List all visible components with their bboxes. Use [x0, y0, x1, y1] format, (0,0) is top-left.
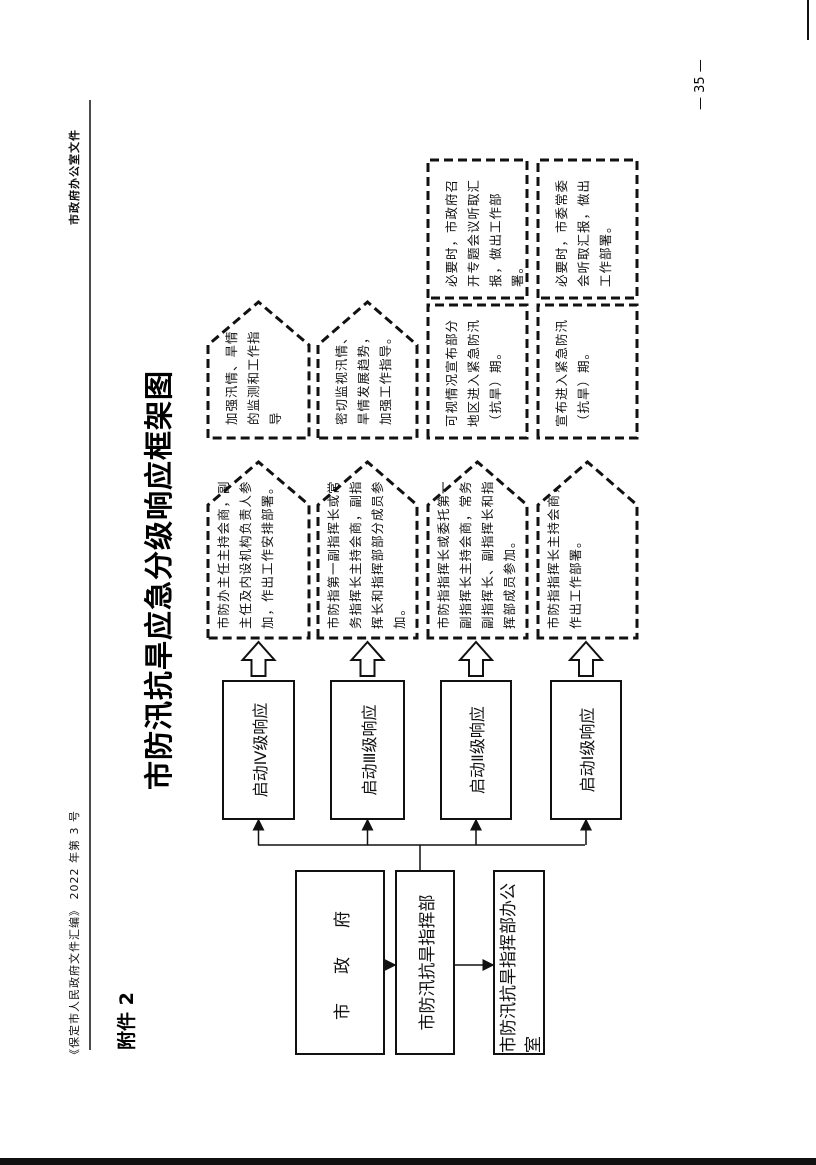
- action-box: [536, 460, 639, 640]
- action-box: [206, 460, 311, 640]
- attachment-label: 附件 2: [116, 992, 138, 1050]
- measure-text: 密切监视汛情、旱情发展趋势，加强工作指导。: [334, 330, 393, 425]
- page-number: — 35 —: [693, 59, 708, 110]
- extra-text: 必要时，市委常委会听取汇报，做出工作部署。: [554, 178, 613, 287]
- page-edge-bar: [0, 1158, 816, 1165]
- page-title: 市防汛抗旱应急分级响应框架图: [142, 369, 176, 790]
- measure-box: [316, 300, 419, 440]
- extra-text: 必要时，市政府召开专题会议听取汇报，做出工作部署。: [444, 178, 525, 287]
- measure-box: [536, 303, 639, 440]
- org-command: 市防汛抗旱指挥部: [395, 870, 455, 1055]
- action-box: [316, 460, 419, 640]
- measure-box: [206, 300, 311, 440]
- hollow-arrow-icon: [567, 640, 605, 677]
- header-right: 市政府办公室文件: [68, 129, 81, 225]
- measure-text: 宣布进入紧急防汛（抗旱）期。: [554, 318, 591, 427]
- measure-text: 加强汛情、旱情的监测和工作指导: [224, 330, 283, 425]
- hollow-arrow-icon: [349, 640, 386, 677]
- header-left: 《保定市人民政府文件汇编》 2022 年第 3 号: [68, 810, 81, 1060]
- level-box: 启动Ⅰ级响应: [550, 680, 622, 820]
- level-box: 启动Ⅱ级响应: [440, 680, 512, 820]
- action-box: [426, 460, 529, 640]
- level-box: 启动Ⅲ级响应: [330, 680, 405, 820]
- action-text: 市防指指挥长主持会商，作出工作部署。: [546, 480, 583, 629]
- extra-box: [536, 158, 639, 300]
- level-box: 启动Ⅳ级响应: [222, 680, 295, 820]
- org-office: 市防汛抗旱指挥部办公室: [493, 870, 545, 1055]
- measure-text: 可视情况宣布部分地区进入紧急防汛（抗旱）期。: [444, 318, 503, 427]
- extra-box: [426, 158, 529, 300]
- measure-box: [426, 303, 529, 440]
- org-government: 市 政 府: [295, 870, 385, 1055]
- hollow-arrow-icon: [457, 640, 495, 677]
- hollow-arrow-icon: [240, 640, 277, 677]
- action-text: 市防办主任主持会商，副主任及内设机构负责人参加，作出工作安排部署。: [216, 480, 275, 629]
- action-text: 市防指指挥长或委托第一副指挥长主持会商，常务副指挥长、副指挥长和指挥部成员参加。: [436, 480, 517, 629]
- action-text: 市防指第一副指挥长或常务指挥长主持会商，副指挥长和指挥部部分成员参加。: [326, 480, 407, 629]
